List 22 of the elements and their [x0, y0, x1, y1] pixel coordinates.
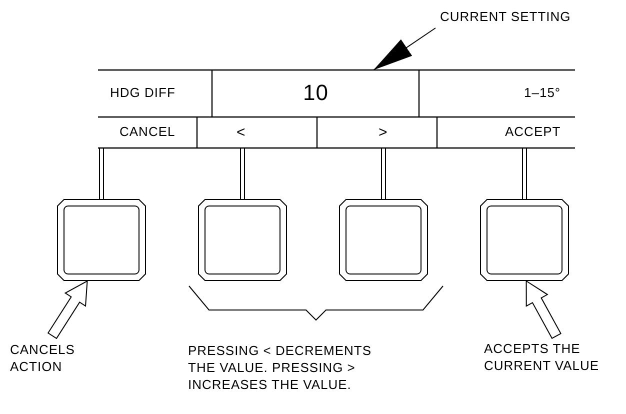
note-text: PRESSING < DECREMENTS THE VALUE. PRESSING > INCREASES THE VALUE. — [188, 343, 373, 394]
connector-stem — [240, 148, 245, 200]
connector-stem — [99, 148, 104, 200]
softkey-label: CANCEL — [120, 124, 176, 141]
softkey-label: > — [378, 122, 388, 142]
hollow-arrow — [526, 280, 562, 340]
push-button — [480, 199, 569, 281]
push-button — [57, 199, 146, 281]
callout-text: ACCEPTS THE CURRENT VALUE — [484, 341, 600, 375]
leader-arrow — [372, 28, 436, 70]
softkey-label: ACCEPT — [505, 124, 561, 141]
push-button — [339, 199, 428, 281]
display-value: 10 — [303, 79, 328, 107]
callout-text: CURRENT SETTING — [440, 8, 571, 26]
callout-text: CANCELS ACTION — [10, 342, 76, 376]
push-button — [198, 199, 287, 281]
softkey-label: < — [236, 122, 246, 142]
connector-stem — [522, 148, 527, 200]
display-label: HDG DIFF — [110, 85, 176, 102]
hollow-arrow — [47, 280, 88, 340]
display-range: 1–15° — [524, 85, 561, 102]
connector-stem — [381, 148, 386, 200]
